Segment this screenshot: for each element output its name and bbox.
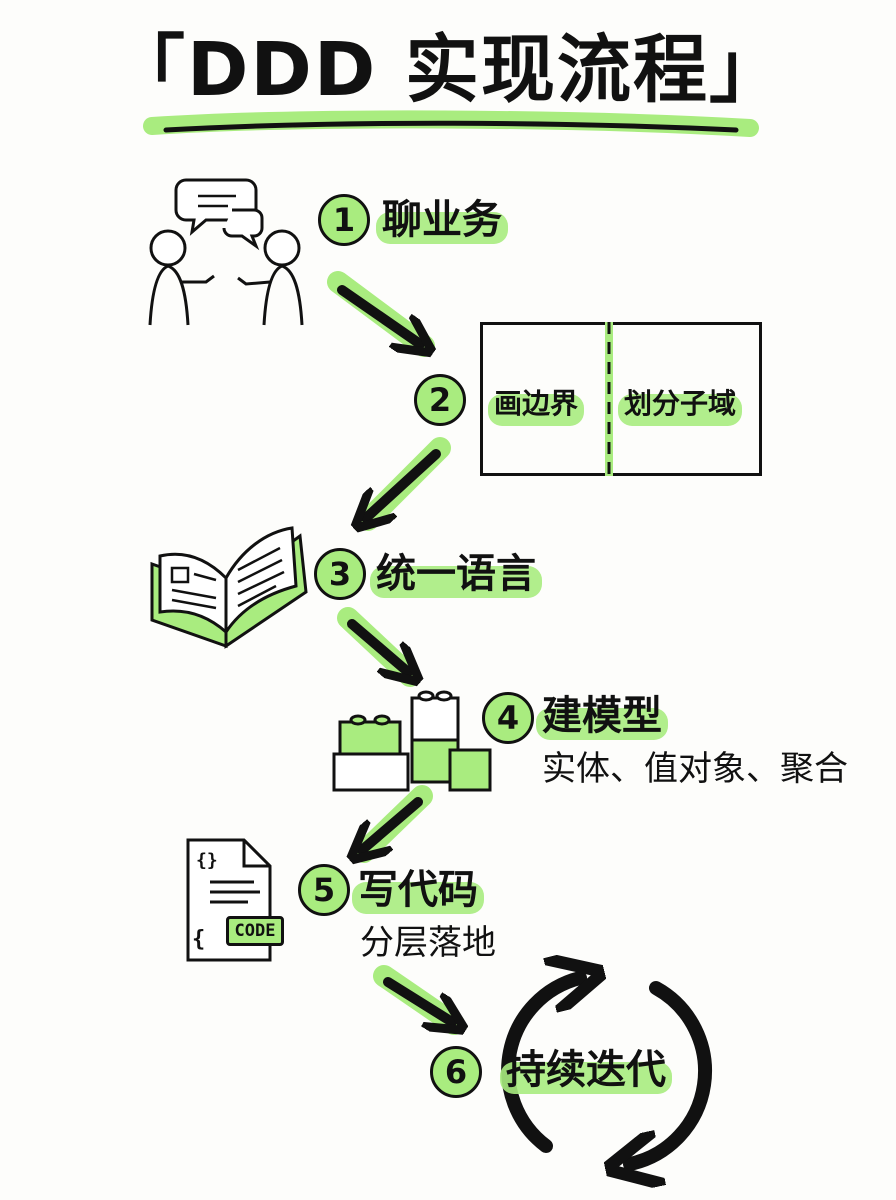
step-4-subtitle: 实体、值对象、聚合 (542, 749, 848, 789)
step-2-number: 2 (414, 374, 466, 426)
step-1-label: 聊业务 (376, 197, 508, 244)
people-talking-icon (148, 178, 304, 326)
arrow-5-to-6 (373, 965, 454, 1035)
step-6-label: 持续迭代 (500, 1047, 672, 1094)
boundary-box-icon (480, 322, 762, 476)
cycle-arrows-icon (501, 956, 712, 1186)
arrow-2-to-3 (366, 437, 451, 520)
step-3-number: 3 (314, 548, 366, 600)
arrow-4-to-5 (362, 785, 433, 852)
step-2-label-left: 画边界 (487, 382, 585, 426)
boundary-divider (605, 322, 613, 476)
svg-text:{: { (192, 927, 205, 952)
step-3-label: 统一语言 (370, 551, 542, 598)
step-2-label-right: 划分子域 (617, 382, 743, 426)
arrow-3-to-4 (337, 607, 410, 687)
step-5-subtitle: 分层落地 (360, 923, 496, 963)
arrow-1-to-2 (327, 271, 424, 346)
step-5-label: 写代码 (352, 867, 484, 914)
page-title: 「DDD 实现流程」 (110, 27, 786, 113)
open-book-icon (150, 526, 308, 649)
step-4-label: 建模型 (536, 693, 668, 740)
svg-text:{}: {} (196, 850, 218, 871)
title-underline (143, 110, 759, 137)
step-1-number: 1 (318, 194, 370, 246)
step-5-number: 5 (298, 864, 350, 916)
code-file-icon: {} { (186, 838, 272, 962)
step-4-number: 4 (482, 692, 534, 744)
building-blocks-icon (332, 690, 492, 792)
code-badge: CODE (226, 916, 284, 946)
step-6-number: 6 (430, 1046, 482, 1098)
